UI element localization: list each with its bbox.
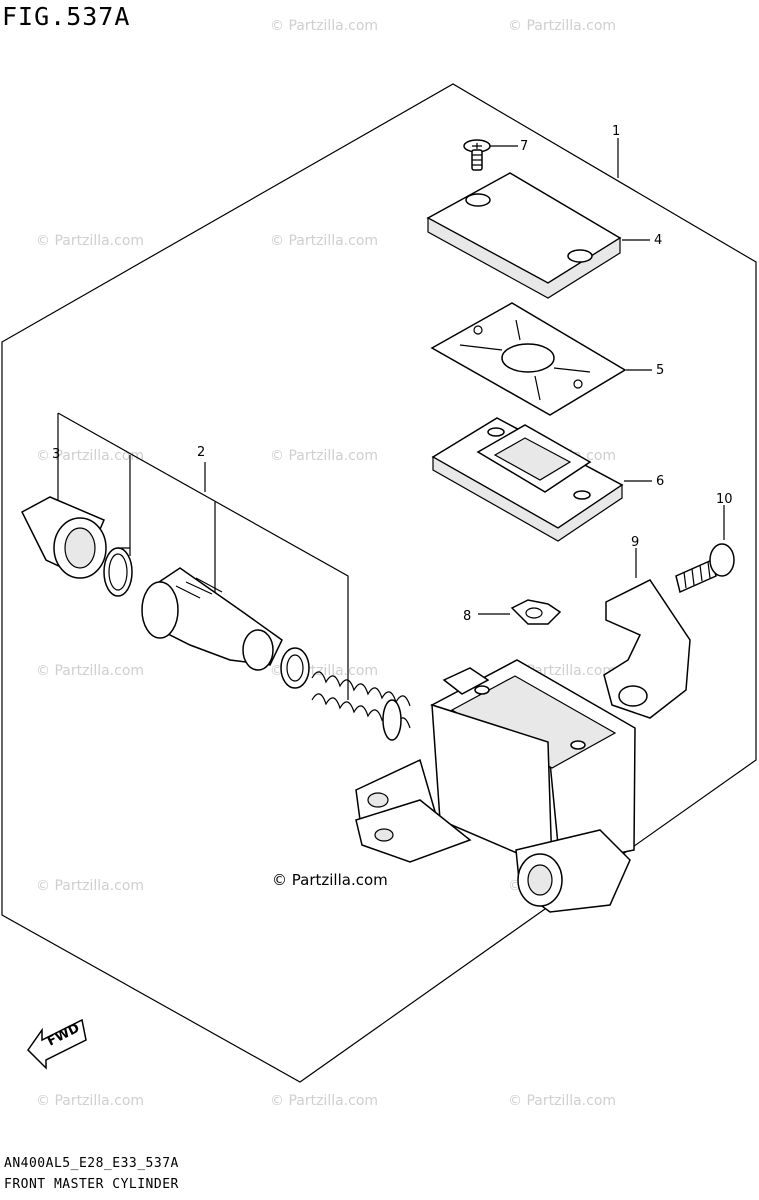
part-circlip bbox=[103, 547, 133, 597]
watermark: © Partzilla.com bbox=[270, 448, 378, 464]
callout-8: 8 bbox=[463, 609, 471, 624]
callout-4: 4 bbox=[654, 233, 662, 248]
watermark: © Partzilla.com bbox=[36, 448, 144, 464]
callout-3: 3 bbox=[52, 447, 60, 462]
part-6-diaphragm bbox=[431, 417, 652, 542]
watermark: © Partzilla.com bbox=[36, 233, 144, 249]
part-3-boot bbox=[21, 496, 107, 579]
watermark: © Partzilla.com bbox=[508, 1093, 616, 1109]
model-code: AN400AL5_E28_E33_537A bbox=[4, 1156, 179, 1171]
part-cup bbox=[280, 647, 310, 689]
callout-1: 1 bbox=[612, 124, 620, 139]
part-9-clamp bbox=[603, 548, 691, 719]
watermark: © Partzilla.com bbox=[36, 1093, 144, 1109]
part-2-piston bbox=[141, 567, 283, 671]
assembly-outline bbox=[1, 83, 757, 1083]
callout-2: 2 bbox=[197, 445, 205, 460]
callout-9: 9 bbox=[631, 535, 639, 550]
callout-6: 6 bbox=[656, 474, 664, 489]
center-watermark: © Partzilla.com bbox=[272, 871, 388, 889]
part-5-diaphragm-plate bbox=[430, 302, 652, 416]
callout-7: 7 bbox=[520, 139, 528, 154]
watermark: © Partzilla.com bbox=[270, 1093, 378, 1109]
fwd-direction-arrow: FWD bbox=[27, 1018, 87, 1070]
callout-5: 5 bbox=[656, 363, 664, 378]
watermark: © Partzilla.com bbox=[270, 233, 378, 249]
callout-10: 10 bbox=[716, 492, 733, 507]
part-4-reservoir-cap bbox=[426, 172, 650, 299]
watermark: © Partzilla.com bbox=[508, 18, 616, 34]
master-cylinder-body bbox=[355, 659, 636, 913]
figure-caption: FRONT MASTER CYLINDER bbox=[4, 1177, 179, 1192]
watermark: © Partzilla.com bbox=[36, 663, 144, 679]
watermark: © Partzilla.com bbox=[270, 18, 378, 34]
figure-title: FIG.537A bbox=[2, 2, 131, 31]
bracket-part-3 bbox=[57, 412, 349, 700]
watermark: © Partzilla.com bbox=[36, 878, 144, 894]
part-10-bolt bbox=[675, 505, 735, 594]
part-spring bbox=[311, 671, 411, 741]
bracket-part-2 bbox=[129, 455, 216, 596]
part-7-screw bbox=[463, 139, 518, 171]
part-8-nut bbox=[478, 599, 562, 625]
